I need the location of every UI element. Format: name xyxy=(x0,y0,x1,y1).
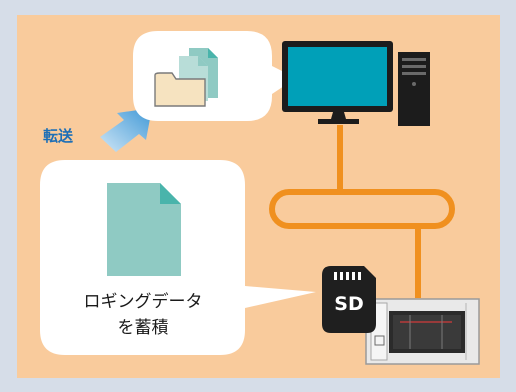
sd-card-icon xyxy=(322,266,376,333)
sd-card-label: SD xyxy=(334,293,363,315)
folder-icon xyxy=(154,48,218,107)
logging-label-line1: ロギングデータ xyxy=(84,291,203,312)
monitor-icon xyxy=(282,41,393,124)
transfer-label: 転送 xyxy=(43,127,74,145)
network-hub-loop xyxy=(269,189,455,229)
tower-pc-icon xyxy=(398,52,430,126)
network-cables xyxy=(269,125,455,298)
document-icon xyxy=(107,183,181,276)
plc-unit-icon xyxy=(365,298,480,365)
logging-label-line2: を蓄積 xyxy=(118,318,169,338)
transfer-arrow xyxy=(100,108,152,152)
